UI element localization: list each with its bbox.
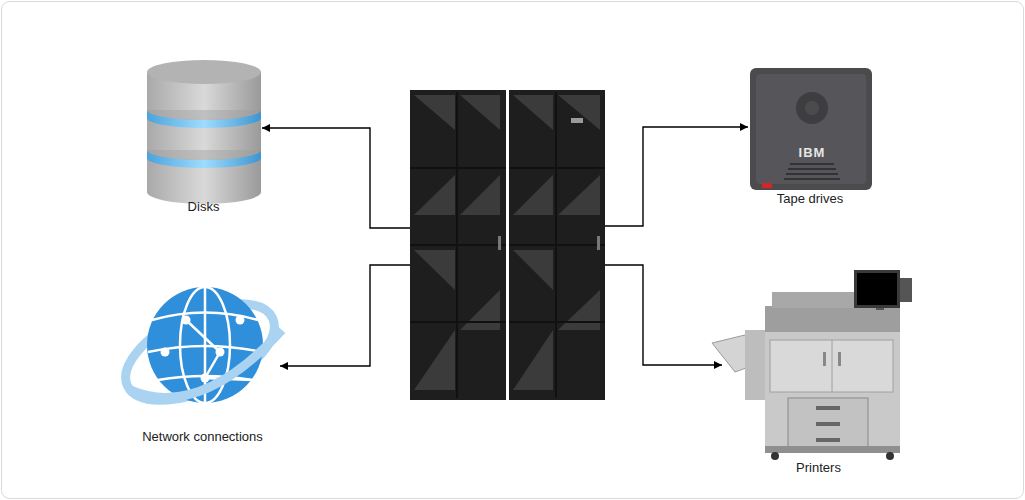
connector-arrow: [262, 128, 410, 228]
printer-node: Printers: [722, 268, 915, 476]
mainframe-node: [410, 90, 605, 400]
connector-arrow: [605, 265, 722, 365]
device-label: Disks: [105, 199, 302, 215]
mainframe-illustration: [410, 90, 605, 400]
connector-arrow: [605, 127, 748, 226]
printer-icon: [712, 270, 912, 460]
connector-arrow: [280, 265, 410, 366]
disk-node: Disks: [145, 58, 262, 215]
tape-drive-node: Tape drives: [748, 66, 872, 207]
device-label: Printers: [682, 460, 955, 476]
tape-cartridge-icon: [750, 68, 872, 190]
network-node: Network connections: [125, 285, 280, 445]
network-globe-icon: [111, 284, 288, 420]
device-label: Tape drives: [708, 191, 912, 207]
device-label: Network connections: [85, 429, 320, 445]
disk-icon: [147, 60, 261, 204]
brand-mark: IBM: [799, 145, 826, 160]
